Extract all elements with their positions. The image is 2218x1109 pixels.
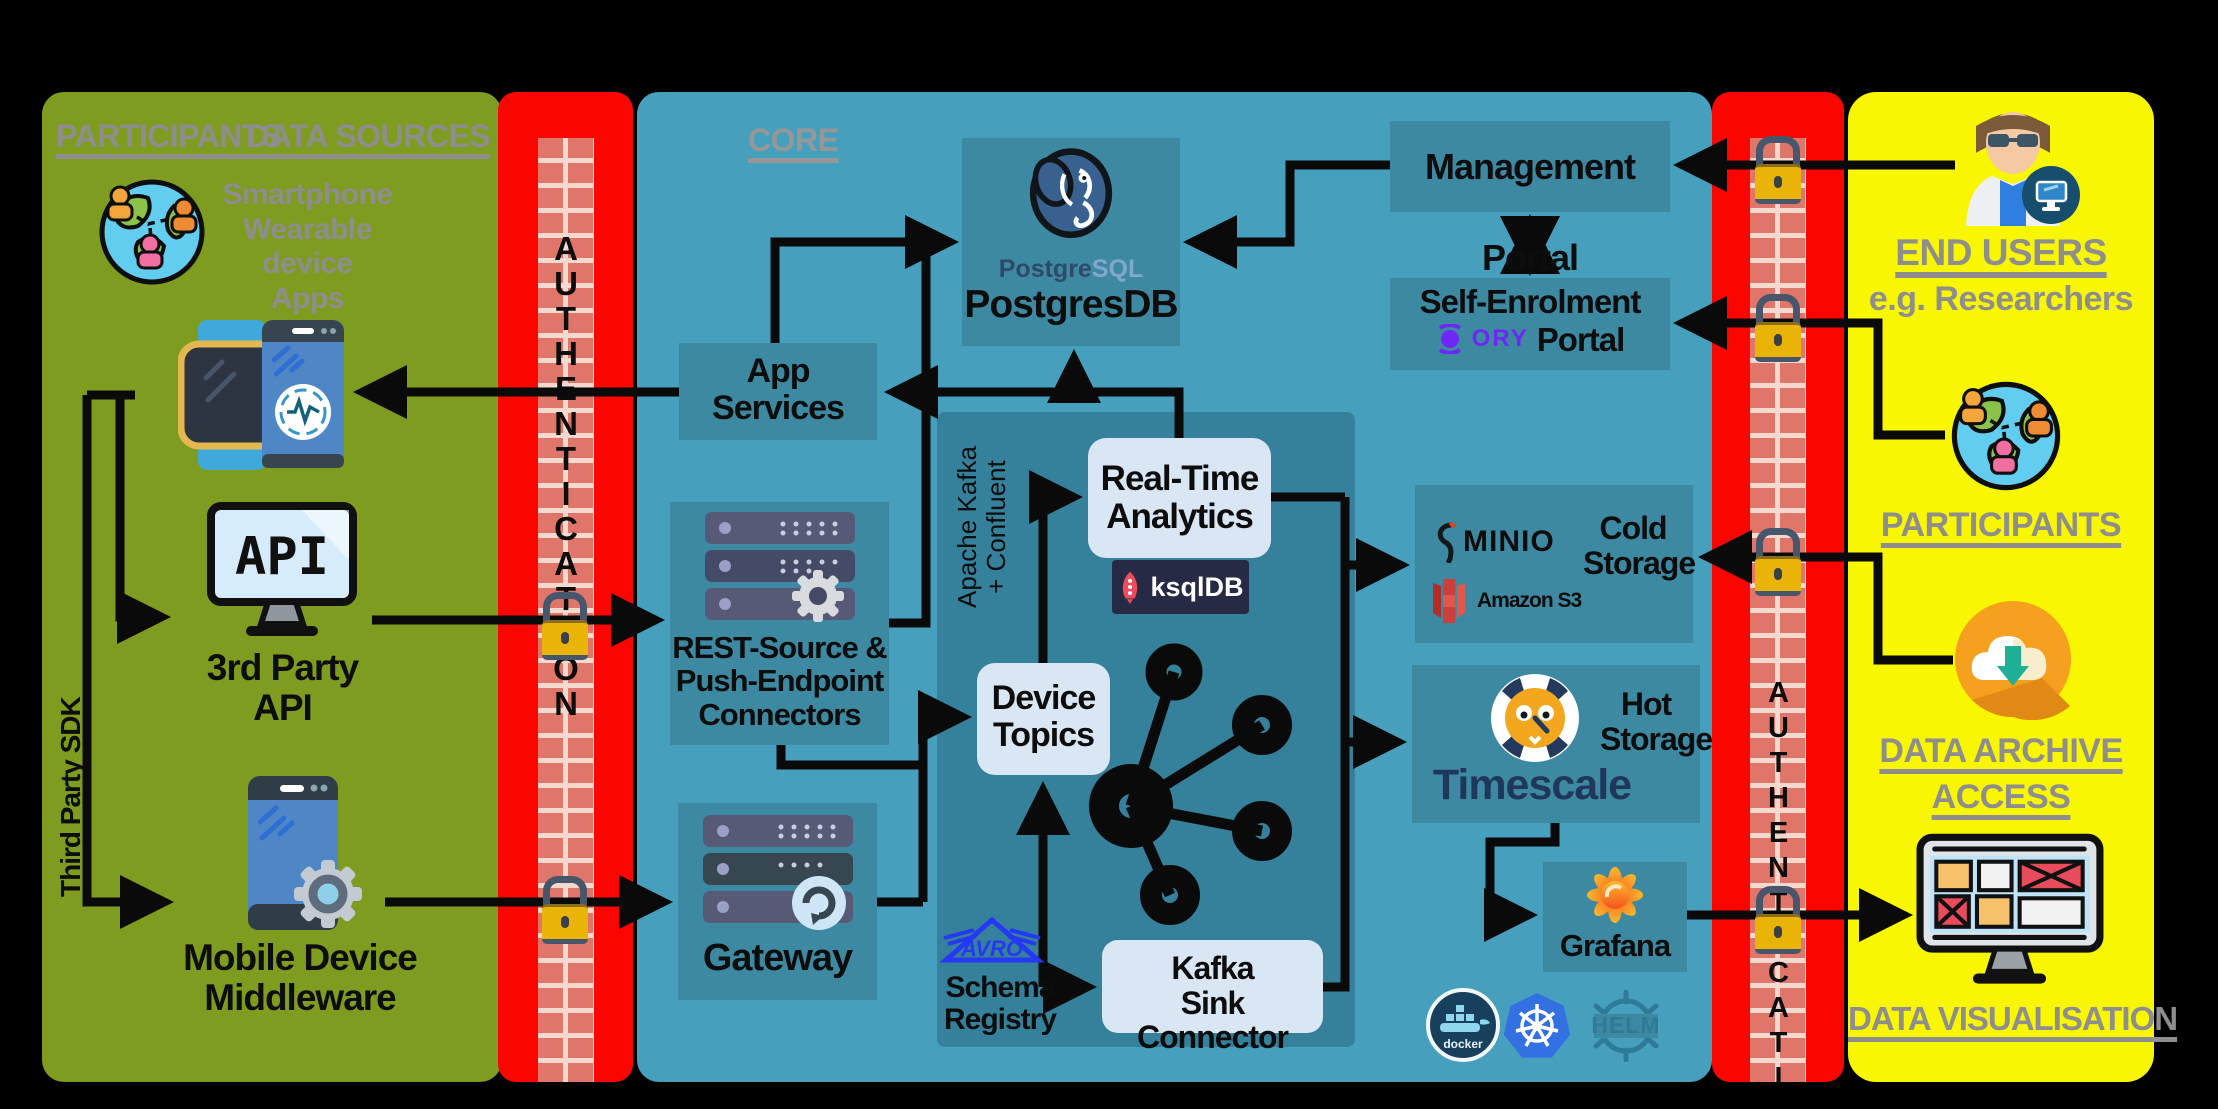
schema-registry-label: Schema Registry bbox=[943, 971, 1057, 1037]
grafana-logo-icon bbox=[1587, 867, 1643, 923]
core-header: CORE bbox=[748, 122, 839, 158]
participants-right-header: PARTICIPANTS bbox=[1880, 506, 2122, 544]
rest-connectors-block: REST-Source & Push-Endpoint Connectors bbox=[670, 502, 889, 745]
apache-kafka-confluent-label: Apache Kafka + Confluent bbox=[952, 446, 1012, 608]
mobile-middleware-label: Mobile Device Middleware bbox=[183, 937, 418, 1018]
avro-logo-icon: AVRO bbox=[940, 916, 1044, 963]
minio-wordmark: MINIO bbox=[1463, 524, 1555, 558]
data-archive-header: DATA ARCHIVE bbox=[1879, 732, 2123, 770]
svg-text:AVRO: AVRO bbox=[960, 936, 1023, 961]
auth-wall-right-label: AUTHENTICATION bbox=[1762, 677, 1795, 1082]
postgresdb-block: PostgreSQL PostgresDB bbox=[962, 138, 1180, 346]
app-services-block: App Services bbox=[679, 343, 877, 440]
grafana-block: Grafana bbox=[1543, 862, 1687, 972]
amazon-s3-label: Amazon S3 bbox=[1477, 588, 1582, 612]
server-stack-refresh-icon bbox=[702, 815, 853, 930]
gateway-block: Gateway bbox=[678, 803, 877, 1000]
management-portal-block: Management Portal bbox=[1390, 121, 1670, 278]
svg-text:docker: docker bbox=[1443, 1037, 1483, 1051]
smartwatch-icon bbox=[178, 320, 286, 470]
device-topics-block: Device Topics bbox=[977, 663, 1110, 775]
postgresql-wordmark: PostgreSQL bbox=[998, 255, 1144, 283]
data-sources-header: DATA SOURCES bbox=[246, 118, 491, 154]
server-stack-gear-icon bbox=[704, 512, 855, 622]
participants-header: PARTICIPANTS bbox=[56, 118, 282, 154]
timescale-wordmark: Timescale bbox=[1432, 761, 1632, 809]
amazon-s3-icon bbox=[1433, 579, 1465, 623]
hot-storage-block: Hot Storage Timescale bbox=[1412, 665, 1713, 823]
rocket-icon bbox=[1123, 571, 1138, 604]
postgresql-elephant-icon bbox=[1029, 148, 1113, 239]
cold-storage-block: MINIO Amazon S3 Cold Storage bbox=[1415, 485, 1696, 643]
svg-text:API: API bbox=[235, 527, 329, 587]
minio-stork-icon bbox=[1437, 521, 1457, 563]
data-visualisation-header: DATA VISUALISATION bbox=[1848, 1000, 2178, 1037]
docker-icon: docker bbox=[1426, 988, 1500, 1062]
ory-icon bbox=[1438, 324, 1461, 355]
padlock-icon bbox=[1755, 886, 1801, 954]
padlock-icon bbox=[542, 876, 588, 944]
kubernetes-icon bbox=[1503, 993, 1571, 1058]
kafka-logo-icon bbox=[1089, 643, 1292, 925]
researcher-icon bbox=[1966, 112, 2080, 226]
end-users-header: END USERS bbox=[1895, 232, 2107, 273]
self-enrolment-portal-block: Self-Enrolment ORY Portal bbox=[1390, 278, 1670, 370]
data-archive-cloud-icon bbox=[1955, 601, 2071, 720]
ksqldb-badge: ksqlDB bbox=[1112, 560, 1249, 614]
mobile-middleware-icon bbox=[248, 776, 362, 930]
real-time-analytics-block: Real-Time Analytics bbox=[1088, 438, 1271, 558]
health-app-phone-icon bbox=[262, 320, 344, 468]
ory-wordmark: ORY bbox=[1471, 325, 1529, 353]
data-visualisation-monitor-icon bbox=[1916, 833, 2104, 984]
third-party-api-label: 3rd Party API bbox=[206, 647, 359, 728]
third-party-api-icon: API bbox=[207, 502, 357, 636]
padlock-icon bbox=[1755, 528, 1801, 596]
helm-icon: HELM bbox=[1580, 989, 1672, 1063]
svg-text:HELM: HELM bbox=[1591, 1012, 1660, 1038]
padlock-icon bbox=[542, 592, 588, 660]
timescale-tiger-icon bbox=[1491, 674, 1579, 762]
padlock-icon bbox=[1755, 294, 1801, 362]
end-users-subtitle: e.g. Researchers bbox=[1868, 280, 2134, 318]
data-archive-header-line2: ACCESS bbox=[1931, 778, 2071, 816]
data-sources-description: Smartphone Wearable device Apps bbox=[222, 178, 393, 315]
padlock-icon bbox=[1755, 136, 1801, 204]
kafka-sink-connector-block: Kafka Sink Connector bbox=[1102, 940, 1323, 1054]
